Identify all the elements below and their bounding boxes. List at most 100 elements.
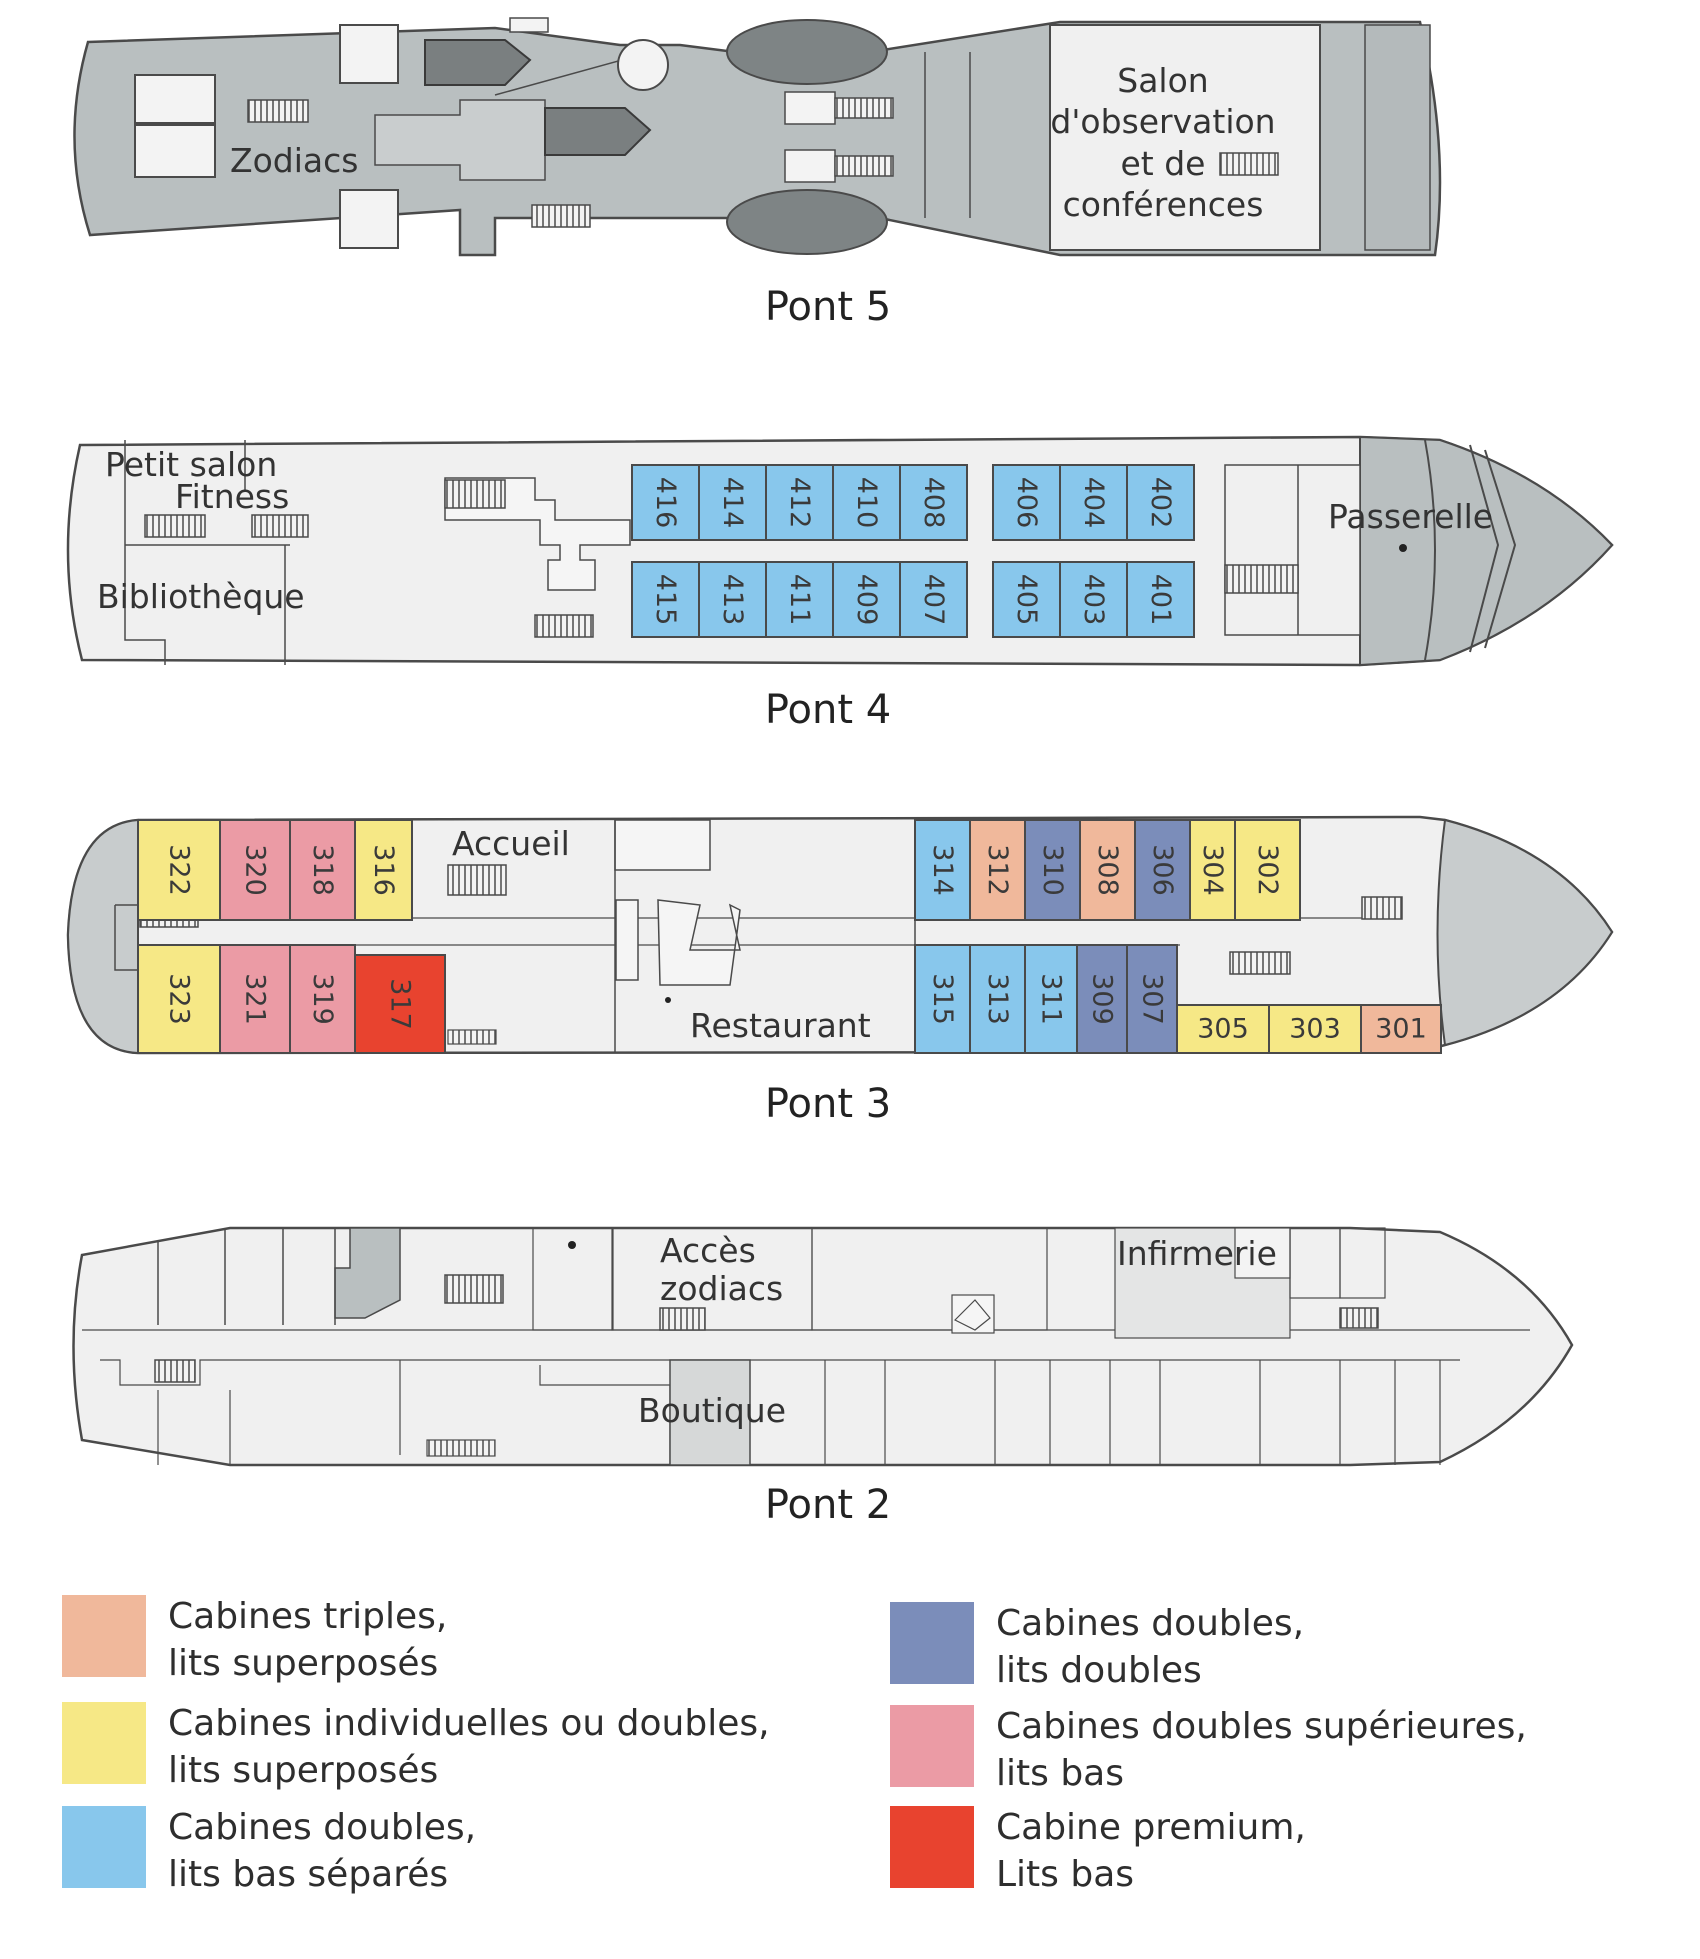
cabin-302-box — [1234, 819, 1301, 921]
salon-label-line3: et de — [1121, 144, 1206, 183]
cabin-308-box — [1079, 819, 1136, 921]
cabin-408-box — [899, 464, 968, 541]
cabin-306-box — [1134, 819, 1191, 921]
cabin-number: 305 — [1197, 1014, 1249, 1045]
cabin-number: 416 — [650, 477, 681, 529]
restaurant-label: Restaurant — [690, 1006, 871, 1045]
cabin-303-box — [1268, 1004, 1362, 1054]
cabin-number: 310 — [1037, 844, 1068, 896]
cabin-304-box — [1189, 819, 1236, 921]
cabin-number: 302 — [1252, 844, 1283, 896]
cabin-305: 305 — [1176, 1004, 1270, 1054]
salon-label-line1: Salon — [1117, 61, 1208, 100]
cabin-314: 314 — [914, 819, 971, 921]
cabin-323-box — [137, 944, 221, 1054]
boutique-label: Boutique — [638, 1391, 786, 1430]
cabin-405: 405 — [992, 561, 1061, 638]
cabin-310: 310 — [1024, 819, 1081, 921]
cabin-323: 323 — [137, 944, 221, 1054]
cabin-316: 316 — [354, 819, 413, 921]
cabin-322-box — [137, 819, 221, 921]
cabin-410: 410 — [832, 464, 901, 541]
spiral-stair-icon — [951, 1294, 995, 1334]
cabin-412: 412 — [765, 464, 834, 541]
cabin-413: 413 — [698, 561, 767, 638]
cabin-406-box — [992, 464, 1061, 541]
cabin-415: 415 — [631, 561, 700, 638]
cabin-number: 314 — [927, 844, 958, 896]
cabin-405-box — [992, 561, 1061, 638]
petit-salon-label: Petit salon — [105, 445, 277, 484]
cabin-305-box — [1176, 1004, 1270, 1054]
bibliotheque-label: Bibliothèque — [97, 577, 305, 616]
infirmerie-label: Infirmerie — [1117, 1234, 1277, 1273]
cabin-415-box — [631, 561, 700, 638]
passerelle-label: Passerelle — [1328, 497, 1493, 536]
cabin-number: 401 — [1145, 574, 1176, 626]
cabin-number: 403 — [1078, 574, 1109, 626]
cabin-403-box — [1059, 561, 1128, 638]
deck-2: Accès zodiacs Infirmerie Boutique Pont 2 — [72, 1226, 1574, 1528]
cabin-number: 409 — [851, 574, 882, 626]
cabin-304: 304 — [1189, 819, 1236, 921]
cabin-409-box — [832, 561, 901, 638]
cabin-322: 322 — [137, 819, 221, 921]
cabin-413-box — [698, 561, 767, 638]
deck-4-title: Pont 4 — [765, 687, 891, 733]
cabin-number: 320 — [240, 844, 271, 896]
cabin-301: 301 — [1360, 1004, 1442, 1054]
cabin-number: 307 — [1137, 973, 1168, 1025]
cabin-312: 312 — [969, 819, 1026, 921]
cabin-317: 317 — [354, 954, 446, 1054]
cabin-404: 404 — [1059, 464, 1128, 541]
cabin-number: 306 — [1147, 844, 1178, 896]
cabin-312-box — [969, 819, 1026, 921]
cabin-313: 313 — [969, 944, 1026, 1054]
cabin-number: 323 — [164, 973, 195, 1025]
cabin-number: 317 — [385, 978, 416, 1030]
cabin-number: 411 — [784, 574, 815, 626]
salon-label-line4: conférences — [1063, 185, 1264, 224]
cabin-number: 410 — [851, 477, 882, 529]
cabin-number: 316 — [368, 844, 399, 896]
cabin-number: 311 — [1036, 973, 1067, 1025]
cabin-401: 401 — [1126, 561, 1195, 638]
deck-5-title: Pont 5 — [765, 284, 891, 330]
cabin-309: 309 — [1076, 944, 1128, 1054]
cabin-315-box — [914, 944, 971, 1054]
cabin-number: 318 — [307, 844, 338, 896]
cabin-number: 313 — [982, 973, 1013, 1025]
acces-zodiacs-label-line1: Accès — [660, 1231, 756, 1270]
cabin-316-box — [354, 819, 413, 921]
cabin-407: 407 — [899, 561, 968, 638]
acces-zodiacs-label-line2: zodiacs — [660, 1269, 783, 1308]
deck-2-title: Pont 2 — [765, 1482, 891, 1528]
accueil-label: Accueil — [452, 824, 570, 863]
salon-label-line2: d'observation — [1050, 102, 1275, 141]
cabin-315: 315 — [914, 944, 971, 1054]
cabin-number: 321 — [240, 973, 271, 1025]
cabin-311: 311 — [1024, 944, 1078, 1054]
cabin-301-box — [1360, 1004, 1442, 1054]
cabin-number: 315 — [927, 973, 958, 1025]
cabin-number: 303 — [1289, 1014, 1341, 1045]
cabin-number: 407 — [918, 574, 949, 626]
cabin-409: 409 — [832, 561, 901, 638]
cabin-319-box — [289, 944, 356, 1054]
cabin-411: 411 — [765, 561, 834, 638]
deck-2-hull — [72, 1226, 1574, 1467]
cabin-313-box — [969, 944, 1026, 1054]
cabin-319: 319 — [289, 944, 356, 1054]
cabin-308: 308 — [1079, 819, 1136, 921]
cabin-318-box — [289, 819, 356, 921]
cabin-314-box — [914, 819, 971, 921]
cabin-number: 405 — [1011, 574, 1042, 626]
cabin-307-box — [1126, 944, 1178, 1054]
zodiacs-label: Zodiacs — [230, 141, 358, 180]
cabin-number: 304 — [1197, 844, 1228, 896]
cabin-number: 322 — [164, 844, 195, 896]
cabin-402-box — [1126, 464, 1195, 541]
